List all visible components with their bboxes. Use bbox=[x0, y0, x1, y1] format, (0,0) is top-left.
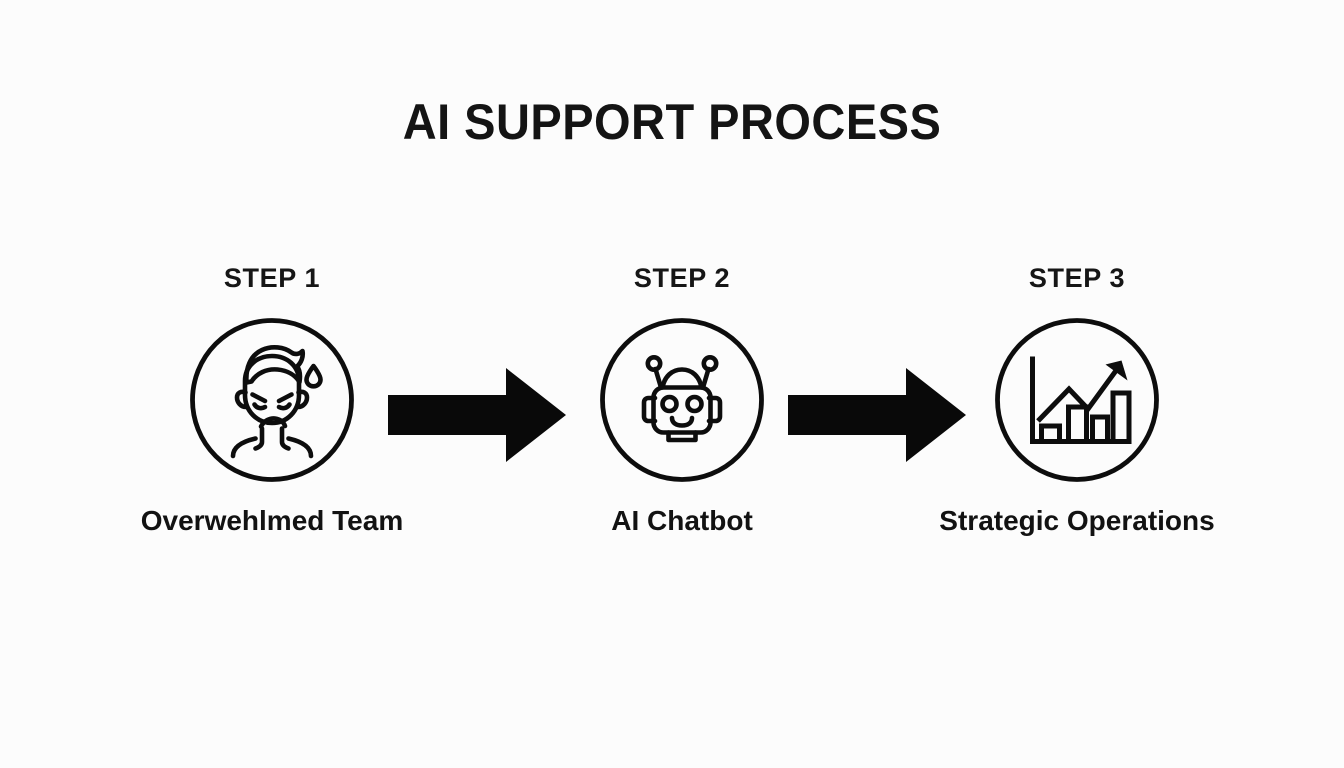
stressed-person-icon bbox=[190, 318, 354, 482]
step-eyebrow: STEP 3 bbox=[1028, 263, 1126, 293]
step-icon-badge bbox=[927, 315, 1227, 485]
arrow-right-icon bbox=[788, 368, 966, 462]
steps-row: STEP 1 bbox=[0, 262, 1344, 582]
arrow-right-icon bbox=[388, 368, 566, 462]
step-item-1: STEP 1 bbox=[122, 262, 422, 582]
step-item-3: STEP 3 bbox=[927, 262, 1227, 582]
step-icon-badge bbox=[532, 315, 832, 485]
step-caption: AI Chatbot bbox=[611, 505, 753, 536]
step-caption: Strategic Operations bbox=[939, 505, 1215, 536]
step-eyebrow: STEP 1 bbox=[223, 263, 321, 293]
step-icon-badge bbox=[122, 315, 422, 485]
growth-bar-chart-icon bbox=[995, 318, 1159, 482]
step-caption: Overwehlmed Team bbox=[140, 505, 404, 536]
robot-head-icon bbox=[600, 318, 764, 482]
step-eyebrow: STEP 2 bbox=[633, 263, 731, 293]
step-item-2: STEP 2 bbox=[532, 262, 832, 582]
page-title: AI SUPPORT PROCESS bbox=[402, 94, 942, 150]
